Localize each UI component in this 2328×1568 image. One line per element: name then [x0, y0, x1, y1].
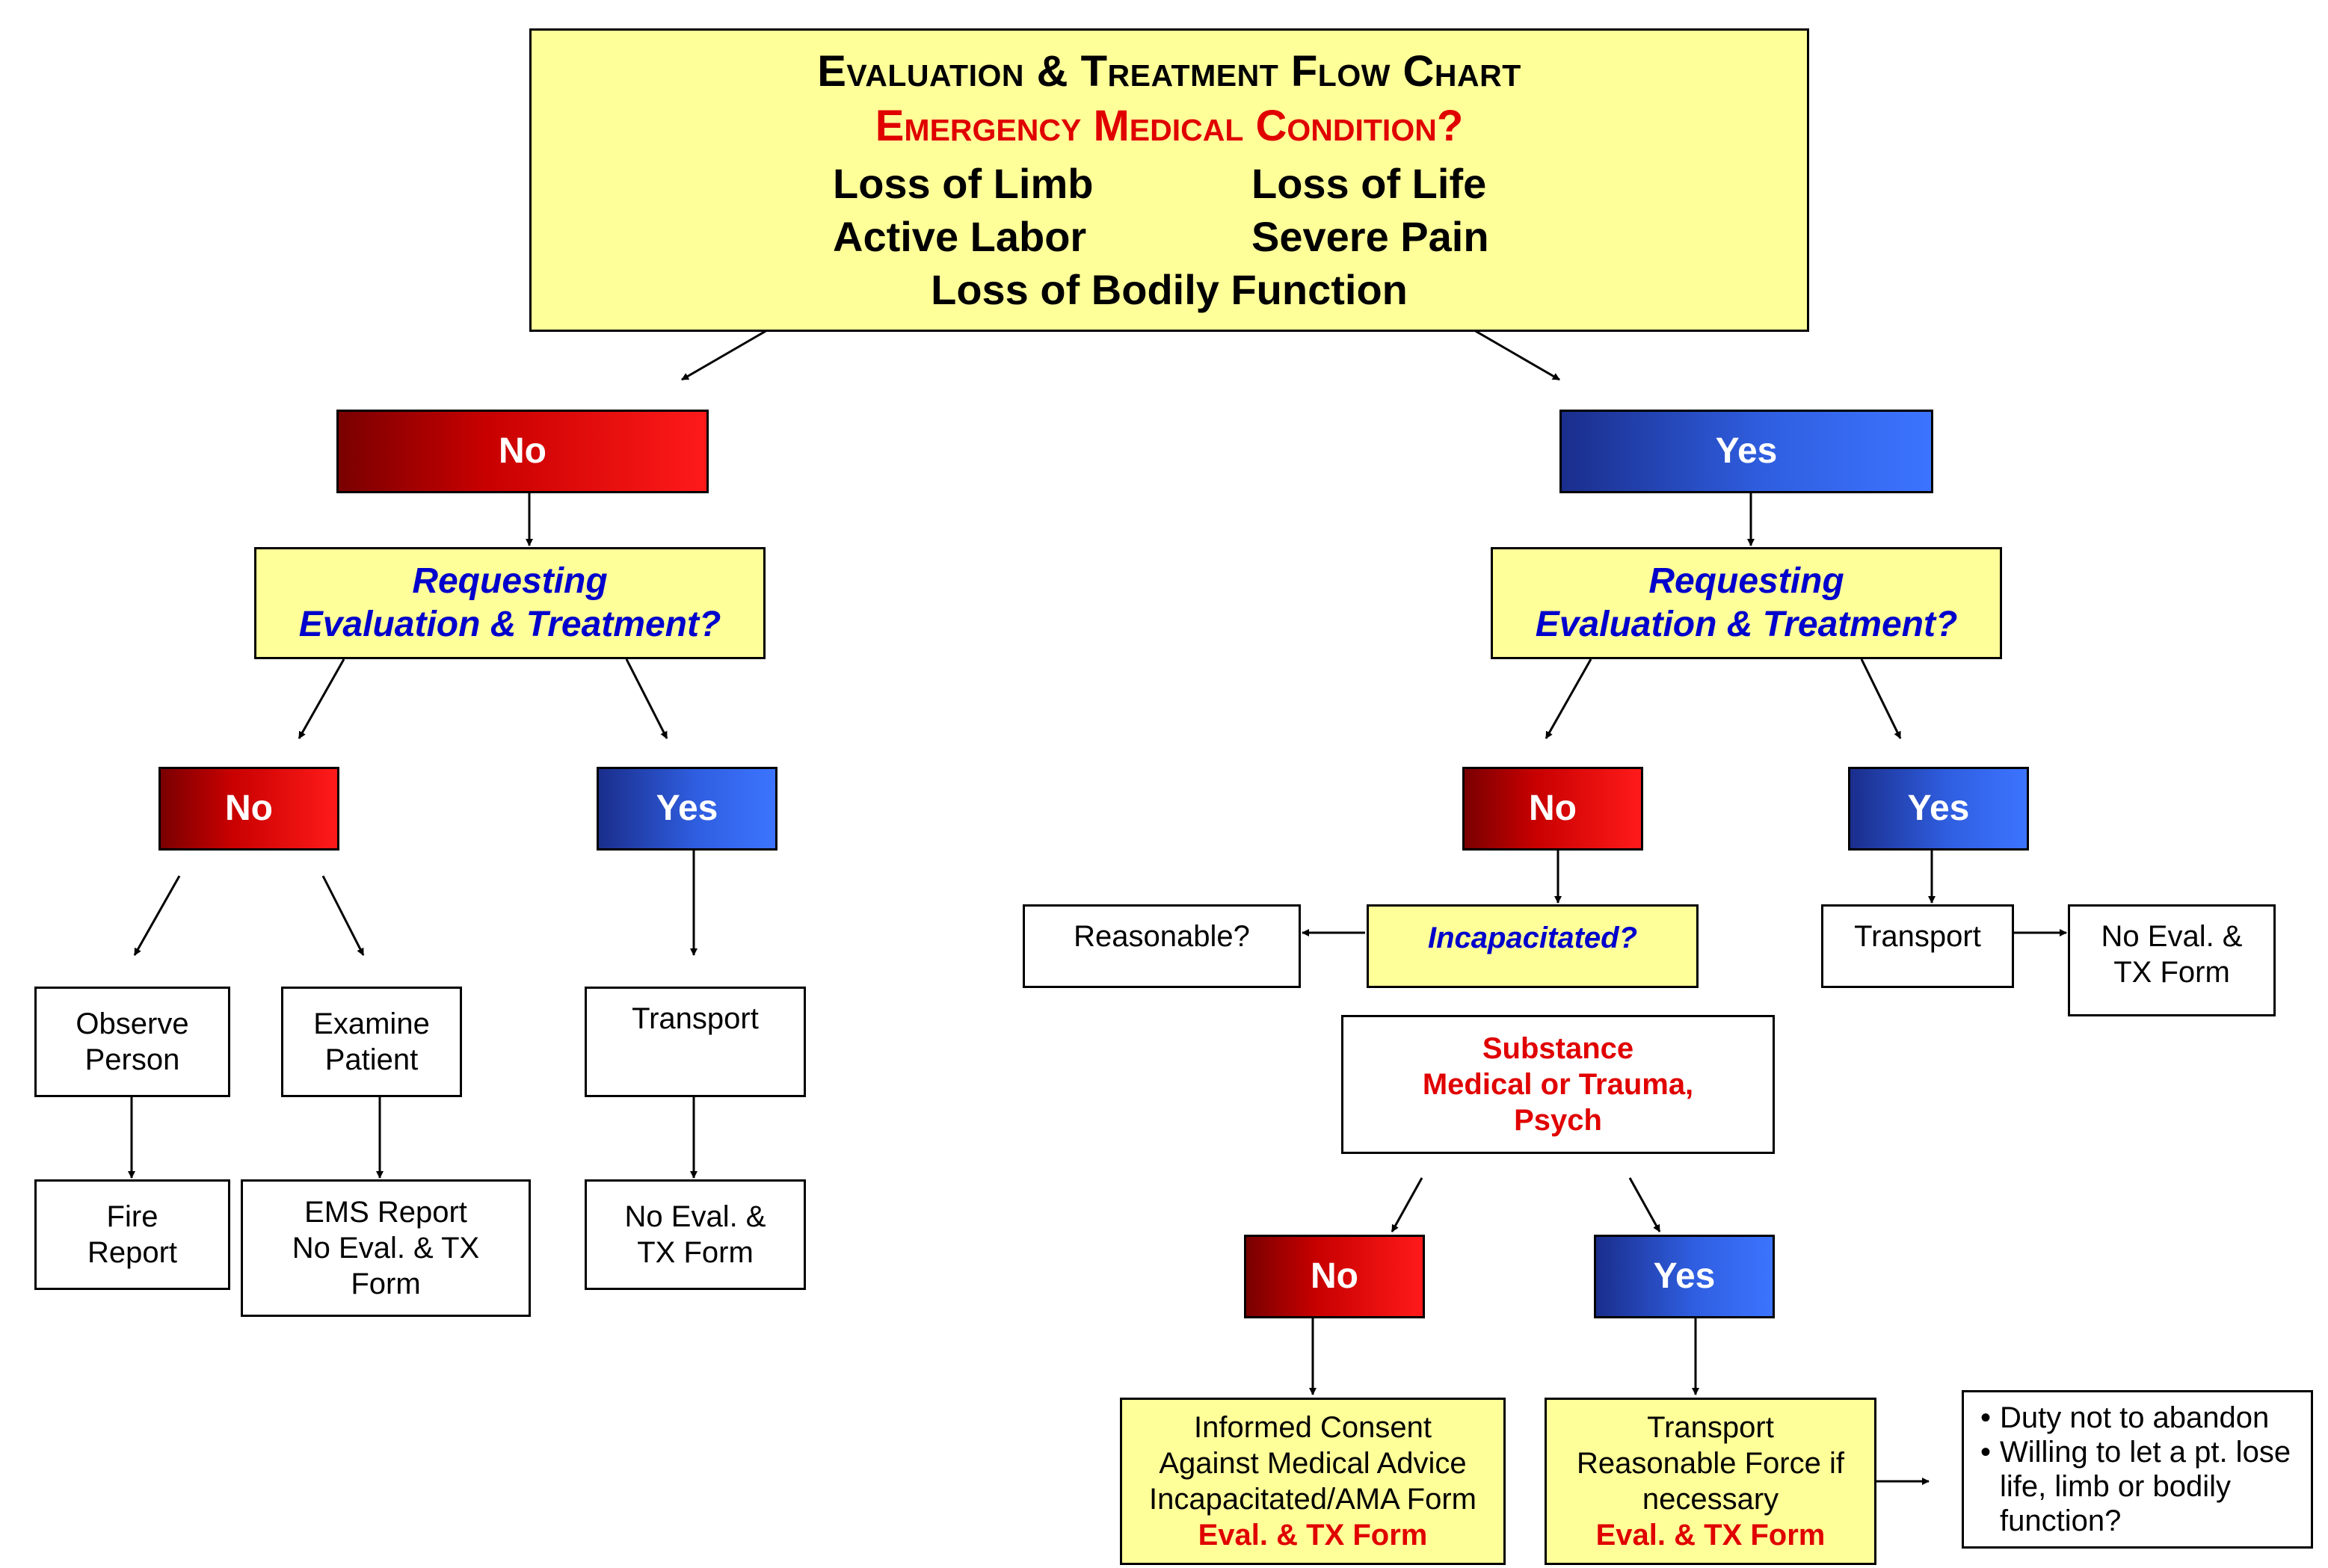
- cause-line-3: Psych: [1514, 1104, 1602, 1137]
- left-request-no-label: No: [225, 788, 273, 829]
- arrow-left-question-to-no: [298, 658, 345, 739]
- left-request-yes-label: Yes: [656, 788, 718, 829]
- consent-line-1: Informed Consent: [1194, 1411, 1432, 1444]
- observe-line-2: Person: [84, 1043, 180, 1076]
- ems-report-line-2: No Eval. & TX: [292, 1232, 480, 1265]
- incapacitated-label: Incapacitated?: [1427, 922, 1638, 954]
- right-request-no-label: No: [1529, 788, 1577, 829]
- right-yes-label: Yes: [1715, 431, 1778, 472]
- left-request-no-box: No: [158, 767, 339, 851]
- fire-report-line-2: Report: [87, 1236, 178, 1269]
- arrow-left-question-to-yes: [625, 658, 668, 739]
- right-request-yes-box: Yes: [1848, 767, 2029, 851]
- left-transport-box: Transport: [585, 987, 806, 1097]
- force-line-2: Reasonable Force if: [1577, 1447, 1844, 1480]
- ems-report-line-1: EMS Report: [304, 1196, 467, 1229]
- left-question-line-2: Evaluation & Treatment?: [298, 605, 721, 644]
- reasonable-label: Reasonable?: [1074, 920, 1250, 953]
- right-question-line-2: Evaluation & Treatment?: [1535, 605, 1958, 644]
- right-request-yes-label: Yes: [1907, 788, 1970, 829]
- duty-bullet-list: Duty not to abandon Willing to let a pt.…: [1977, 1401, 2297, 1538]
- force-line-1: Transport: [1647, 1411, 1774, 1444]
- consent-eval-tx-form: Eval. & TX Form: [1198, 1519, 1428, 1552]
- cause-line-2: Medical or Trauma,: [1422, 1068, 1694, 1101]
- left-no-eval-line-1: No Eval. &: [624, 1200, 766, 1233]
- right-request-no-box: No: [1462, 767, 1643, 851]
- force-eval-tx-form: Eval. & TX Form: [1595, 1519, 1826, 1552]
- force-line-3: necessary: [1642, 1483, 1779, 1516]
- right-no-eval-form-box: No Eval. & TX Form: [2068, 904, 2276, 1016]
- cause-yes-label: Yes: [1653, 1256, 1716, 1297]
- arrow-cause-to-yes: [1628, 1177, 1661, 1232]
- duty-bullet-2: Willing to let a pt. lose life, limb or …: [1980, 1435, 2297, 1538]
- left-no-box: No: [336, 410, 709, 493]
- duty-bullets-box: Duty not to abandon Willing to let a pt.…: [1962, 1390, 2313, 1549]
- left-no-eval-line-2: TX Form: [637, 1236, 754, 1269]
- header-box: Evaluation & Treatment Flow Chart Emerge…: [529, 28, 1809, 332]
- right-no-eval-line-1: No Eval. &: [2101, 920, 2243, 953]
- left-transport-label: Transport: [632, 1002, 759, 1035]
- right-question-line-1: Requesting: [1648, 561, 1844, 602]
- cause-line-1: Substance: [1482, 1032, 1634, 1065]
- right-no-eval-line-2: TX Form: [2113, 956, 2230, 989]
- observe-line-1: Observe: [76, 1007, 189, 1040]
- conditions-grid: Loss of Limb Loss of Life Active Labor S…: [833, 158, 1506, 262]
- left-no-label: No: [499, 431, 546, 472]
- ems-report-line-3: Form: [351, 1268, 421, 1300]
- right-transport-label: Transport: [1854, 920, 1981, 953]
- duty-bullet-1: Duty not to abandon: [1980, 1401, 2297, 1435]
- cause-no-box: No: [1244, 1235, 1425, 1318]
- emergency-question: Emergency Medical Condition?: [875, 102, 1464, 151]
- condition-loss-of-limb: Loss of Limb: [833, 159, 1094, 207]
- examine-line-1: Examine: [313, 1007, 430, 1040]
- observe-person-box: Observe Person: [34, 987, 230, 1097]
- fire-report-box: Fire Report: [34, 1179, 230, 1290]
- arrow-left-no-to-observe: [133, 875, 181, 956]
- arrow-cause-to-no: [1391, 1177, 1423, 1232]
- examine-line-2: Patient: [324, 1043, 419, 1076]
- arrow-right-question-to-yes: [1860, 658, 1902, 739]
- fire-report-line-1: Fire: [106, 1200, 158, 1233]
- condition-loss-of-bodily-function: Loss of Bodily Function: [931, 266, 1408, 314]
- arrow-right-question-to-no: [1545, 658, 1592, 739]
- right-request-question-box: Requesting Evaluation & Treatment?: [1491, 547, 2002, 659]
- chart-title: Evaluation & Treatment Flow Chart: [817, 46, 1521, 96]
- left-no-eval-form-box: No Eval. & TX Form: [585, 1179, 806, 1290]
- left-request-question-box: Requesting Evaluation & Treatment?: [254, 547, 766, 659]
- informed-consent-box: Informed Consent Against Medical Advice …: [1120, 1398, 1506, 1565]
- consent-line-2: Against Medical Advice: [1159, 1447, 1467, 1480]
- cause-no-label: No: [1311, 1256, 1358, 1297]
- condition-active-labor: Active Labor: [833, 213, 1087, 260]
- consent-line-3: Incapacitated/AMA Form: [1149, 1483, 1476, 1516]
- condition-severe-pain: Severe Pain: [1251, 213, 1489, 260]
- right-transport-box: Transport: [1821, 904, 2014, 988]
- reasonable-force-box: Transport Reasonable Force if necessary …: [1545, 1398, 1876, 1565]
- reasonable-box: Reasonable?: [1023, 904, 1301, 988]
- ems-report-box: EMS Report No Eval. & TX Form: [241, 1179, 531, 1317]
- incapacitated-box: Incapacitated?: [1367, 904, 1699, 988]
- examine-patient-box: Examine Patient: [281, 987, 462, 1097]
- arrow-left-no-to-examine: [321, 875, 365, 956]
- cause-yes-box: Yes: [1594, 1235, 1775, 1318]
- condition-loss-of-life: Loss of Life: [1251, 159, 1487, 207]
- left-question-line-1: Requesting: [412, 561, 608, 602]
- cause-box: Substance Medical or Trauma, Psych: [1341, 1015, 1775, 1154]
- right-yes-box: Yes: [1559, 410, 1933, 493]
- left-request-yes-box: Yes: [597, 767, 777, 851]
